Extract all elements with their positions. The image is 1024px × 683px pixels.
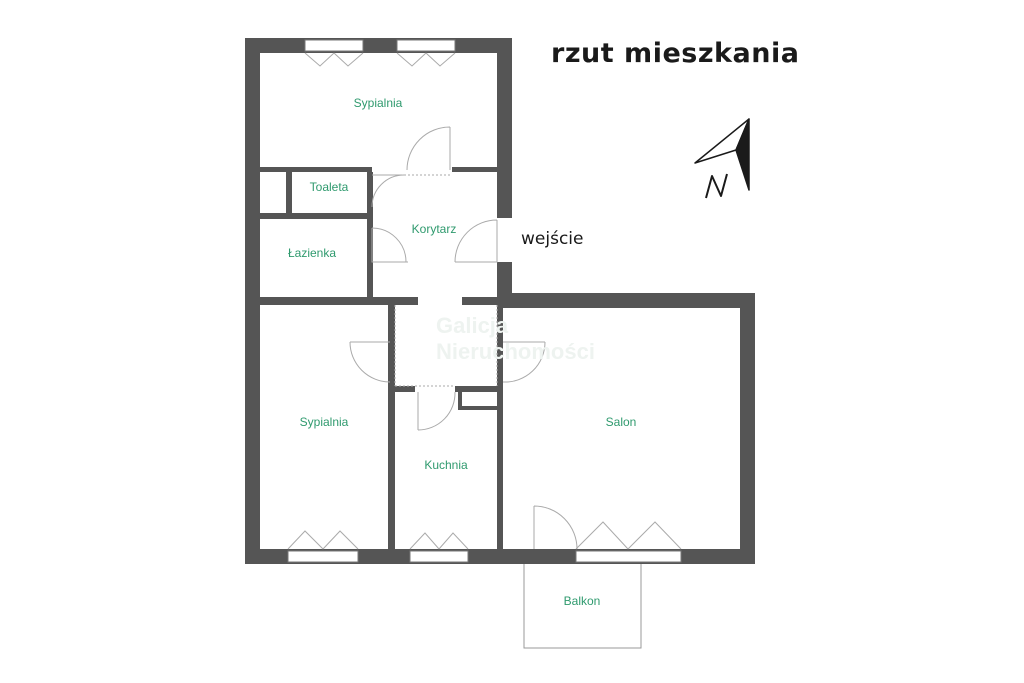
balcony (523, 564, 642, 649)
room-label-sypialnia-top: Sypialnia (353, 96, 403, 110)
entrance-label: wejście (521, 229, 584, 249)
room-label-lazienka: Łazienka (287, 246, 337, 260)
room-label-korytarz: Korytarz (411, 222, 457, 236)
watermark: Galicja Nieruchomości (436, 313, 595, 365)
watermark-line-2: Nieruchomości (436, 339, 595, 364)
room-label-kuchnia: Kuchnia (424, 458, 468, 472)
walls (245, 38, 755, 564)
page-title: rzut mieszkania (551, 38, 800, 69)
watermark-line-1: Galicja (436, 313, 509, 338)
room-label-salon: Salon (605, 415, 637, 429)
windows (287, 39, 682, 563)
doors (349, 126, 578, 550)
room-label-toaleta: Toaleta (309, 180, 349, 194)
window-sashes (287, 52, 682, 550)
room-label-balkon: Balkon (563, 594, 601, 608)
north-arrow-icon (694, 118, 750, 199)
room-label-sypialnia-left: Sypialnia (299, 415, 349, 429)
